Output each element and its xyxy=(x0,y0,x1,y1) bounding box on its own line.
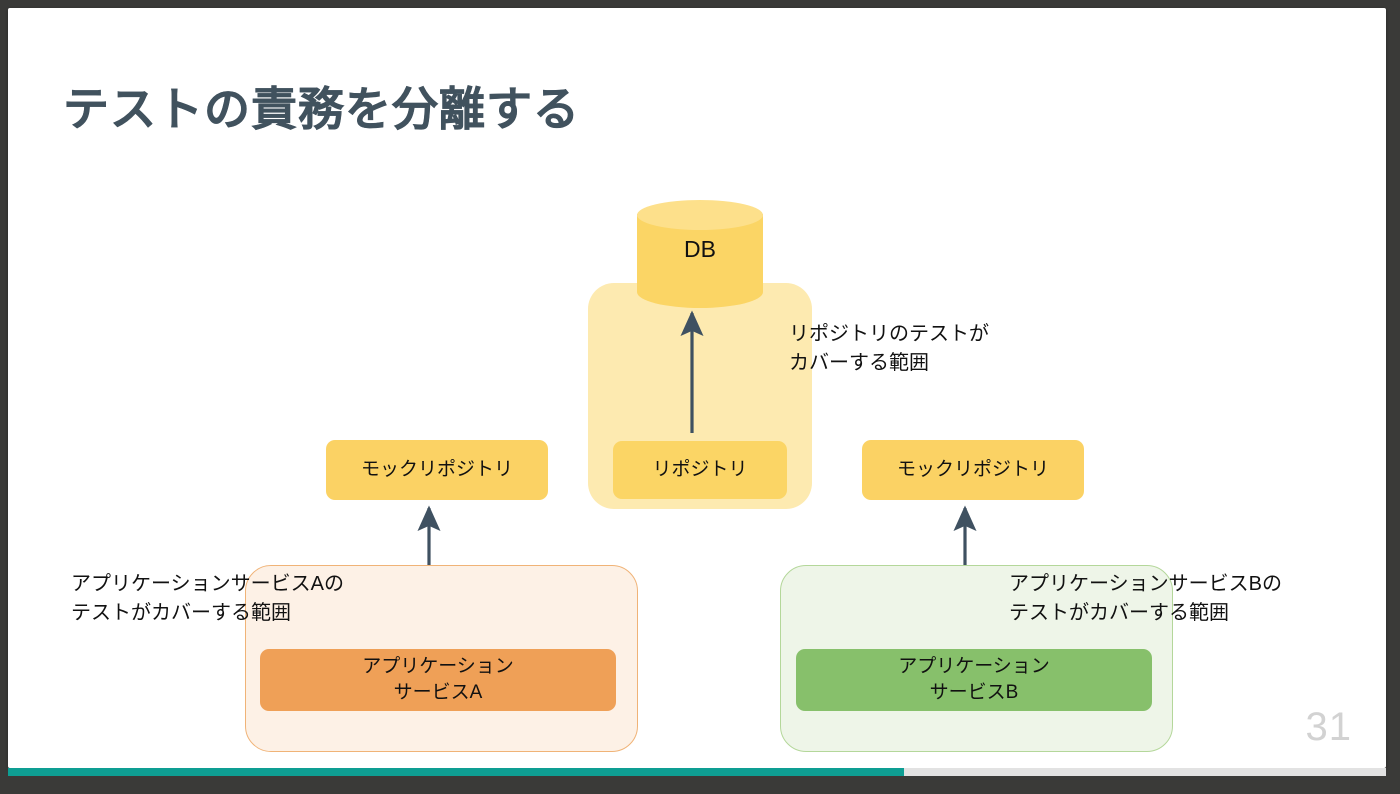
slide-canvas: テストの責務を分離する DB リポジトリ リポジトリのテス xyxy=(8,8,1386,768)
application-service-a-node[interactable]: アプリケーション サービスA xyxy=(260,649,616,711)
slide-progress-track[interactable] xyxy=(8,768,1386,776)
db-cylinder-top xyxy=(637,200,763,230)
mock-repository-left-node[interactable]: モックリポジトリ xyxy=(326,440,548,500)
application-service-b-node[interactable]: アプリケーション サービスB xyxy=(796,649,1152,711)
repository-node[interactable]: リポジトリ xyxy=(613,441,787,499)
repository-coverage-annotation: リポジトリのテストが カバーする範囲 xyxy=(789,323,989,374)
slide-progress-fill xyxy=(8,768,904,776)
service-b-coverage-annotation: アプリケーションサービスBの テストがカバーする範囲 xyxy=(1009,573,1282,624)
page-title: テストの責務を分離する xyxy=(63,83,580,135)
page-number: 31 xyxy=(1305,705,1352,749)
db-label: DB xyxy=(684,236,716,262)
database-cylinder-icon: DB xyxy=(637,200,763,308)
service-a-coverage-annotation: アプリケーションサービスAの テストがカバーする範囲 xyxy=(71,573,344,624)
mock-repository-right-node[interactable]: モックリポジトリ xyxy=(862,440,1084,500)
